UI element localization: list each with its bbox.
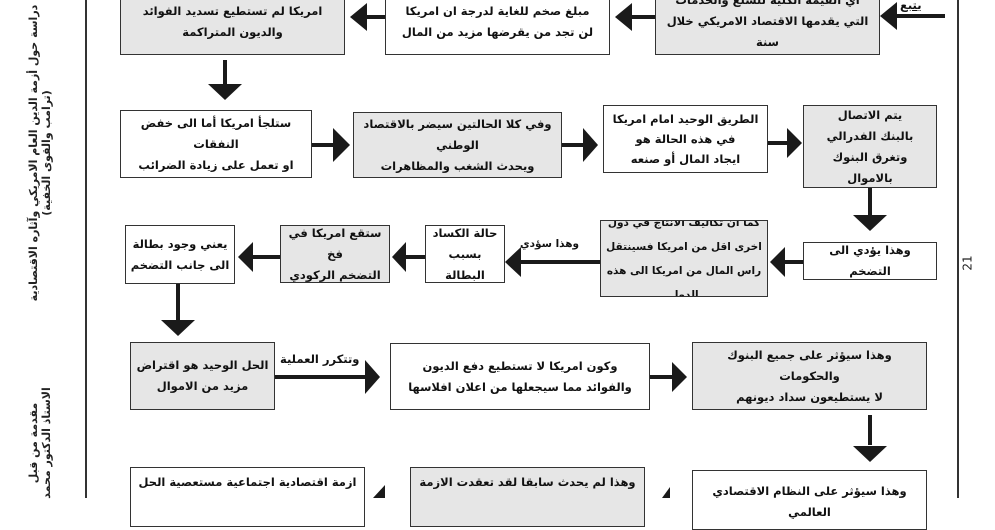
arrow-down (853, 188, 887, 231)
box-line: وهذا يؤدي الى التضخم (829, 243, 911, 278)
flow-box-crisis-complex: وهذا لم يحدث سابقا لقد تعقدت الازمة (410, 467, 645, 527)
arrow-down (853, 415, 887, 462)
box-line: التي يقدمها الاقتصاد الامريكي خلال سنة (666, 14, 869, 49)
box-line: وكون امريكا لا تستطيع دفع الديون (422, 358, 618, 373)
arrow-down (208, 60, 242, 100)
box-line: او تعمل على زيادة الضرائب (138, 157, 294, 172)
arrow-right (312, 128, 350, 162)
box-line: وهذا سيؤثر على النظام الاقتصادي العالمي (712, 484, 907, 519)
arrow-left (238, 242, 280, 272)
arrow-left (505, 247, 600, 277)
box-line: في هذه الحالة هو (635, 132, 736, 146)
flow-box-gdp: اي القيمة الكلية للسلع والخدمات التي يقد… (655, 0, 880, 55)
box-line: والديون المتراكمة (182, 24, 283, 39)
arrow-label-leads-to: وهذا سؤدي (520, 238, 580, 250)
arrow-left (615, 3, 655, 31)
box-line: حالة الكساد (432, 225, 498, 240)
arrow-right (275, 360, 380, 394)
box-line: الحل الوحيد هو اقتراض (136, 358, 269, 372)
flow-box-social-crisis: ازمة اقتصادية اجتماعية مستعصية الحل (130, 467, 365, 527)
flow-box-global-impact: وهذا سيؤثر على النظام الاقتصادي العالمي (692, 470, 927, 530)
arrow-left (880, 2, 945, 30)
arrow-right (562, 128, 598, 162)
box-line: وهذا لم يحدث سابقا لقد تعقدت الازمة (419, 475, 636, 489)
box-line: ستلجأ امريكا أما الى خفض النفقات (140, 115, 292, 151)
box-line: اخرى اقل من امريكا فسينتقل (606, 240, 762, 253)
box-line: ويحدث الشغب والمظاهرات (380, 158, 535, 173)
flow-connectors (85, 0, 959, 498)
box-line: ايجاد المال أو صنعه (630, 152, 741, 166)
box-line: ازمة اقتصادية اجتماعية مستعصية الحل (138, 475, 357, 489)
box-line: لن تجد من يقرضها مزيد من المال (401, 24, 594, 39)
continue-label: يتبع (900, 0, 922, 12)
flow-box-borrow-more: الحل الوحيد هو اقتراض مزيد من الاموال (130, 342, 275, 410)
flow-box-federal-bank: يتم الاتصال بالبنك الفدرالي وتغرق البنوك… (803, 105, 937, 188)
box-line: يعني وجود بطالة (132, 236, 228, 251)
flow-box-bankruptcy: وكون امريكا لا تستطيع دفع الديون والفوائ… (390, 343, 650, 410)
box-line: التضخم الركودي (289, 267, 381, 282)
box-line: بسبب البطالة (445, 246, 485, 282)
box-line: بالبنك الفدرالي (826, 128, 914, 143)
box-line: مزيد من الاموال (156, 379, 249, 393)
arrow-left (770, 247, 803, 277)
arrow-down (161, 284, 195, 336)
arrow-left (392, 242, 425, 272)
flow-box-cannot-pay: امريكا لم تستطيع تسديد الفوائد والديون ا… (120, 0, 345, 55)
box-line: اي القيمة الكلية للسلع والخدمات (675, 0, 860, 7)
arrow-right (650, 362, 687, 392)
box-line: مبلغ صخم للغاية لدرجة ان امريكا (405, 3, 590, 18)
arrow-left (373, 485, 385, 498)
flow-box-harm-economy: وفي كلا الحالتين سيضر بالاقتصاد الوطني و… (353, 112, 562, 178)
arrow-left (350, 3, 385, 31)
flow-box-recession: حالة الكساد بسبب البطالة (425, 225, 505, 283)
flow-box-banks-governments: وهذا سيؤثر على جميع البنوك والحكومات لا … (692, 342, 927, 410)
arrow-right (768, 128, 802, 158)
flow-box-only-way: الطريق الوحيد امام امريكا في هذه الحالة … (603, 105, 768, 173)
box-line: كما ان تكاليف الانتاج في دول (607, 220, 761, 229)
box-line: وهذا سيؤثر على جميع البنوك والحكومات (727, 347, 892, 383)
arrow-label-repeat: وتتكرر العملية (280, 352, 360, 366)
box-line: يتم الاتصال (837, 107, 903, 122)
box-line: وفي كلا الحالتين سيضر بالاقتصاد الوطني (363, 116, 552, 152)
arrow-left (662, 487, 670, 498)
flow-box-huge-amount: مبلغ صخم للغاية لدرجة ان امريكا لن تجد م… (385, 0, 610, 55)
box-line: راس المال من امريكا الى هذه الدول (606, 264, 762, 297)
box-line: والفوائد مما سيجعلها من اعلان افلاسها (408, 379, 632, 394)
flow-box-unemployment: يعني وجود بطالة الى جانب التضخم (125, 225, 235, 284)
box-line: ستقع امريكا في فخ (288, 225, 382, 261)
flow-box-production-costs: كما ان تكاليف الانتاج في دول اخرى اقل من… (600, 220, 768, 297)
flow-box-cut-spending: ستلجأ امريكا أما الى خفض النفقات او تعمل… (120, 110, 312, 178)
box-line: الى جانب التضخم (130, 257, 230, 272)
flow-box-stagflation: ستقع امريكا في فخ التضخم الركودي (280, 225, 390, 283)
box-line: لا يستطيعون سداد ديونهم (736, 389, 883, 404)
flow-box-inflation: وهذا يؤدي الى التضخم (803, 242, 937, 280)
box-line: وتغرق البنوك بالاموال (832, 149, 908, 185)
box-line: امريكا لم تستطيع تسديد الفوائد (142, 3, 323, 18)
box-line: الطريق الوحيد امام امريكا (612, 112, 759, 126)
